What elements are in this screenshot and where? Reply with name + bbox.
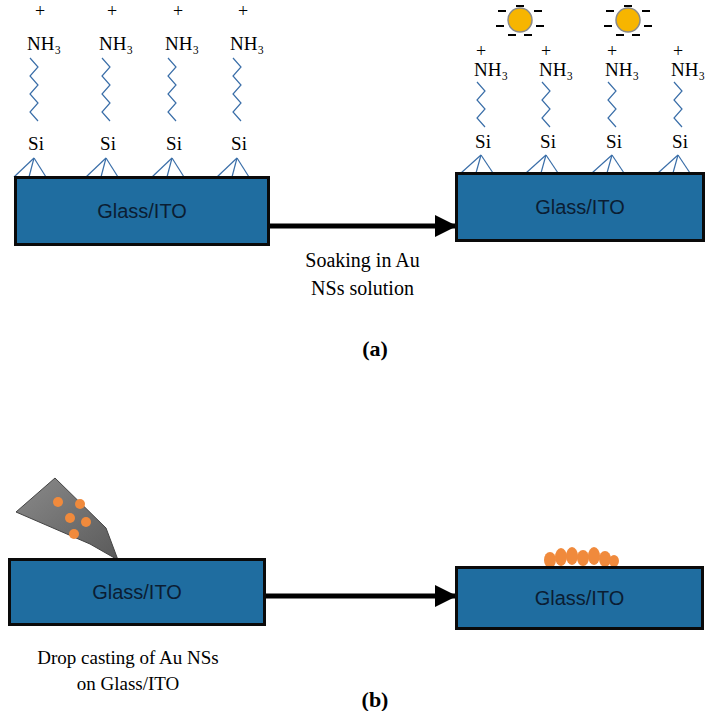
minus-sign	[604, 25, 612, 27]
minus-sign	[632, 34, 640, 36]
minus-sign	[644, 25, 652, 27]
ns-dot	[65, 513, 75, 523]
si-bond	[461, 155, 481, 173]
si-bond	[476, 155, 481, 173]
au-particle	[508, 8, 532, 32]
silicon-atom: Si	[28, 134, 44, 155]
silicon-atom: Si	[475, 132, 491, 153]
charge-sign: +	[238, 2, 248, 22]
si-bond	[541, 155, 546, 173]
amine-group: NH₃	[605, 60, 639, 81]
si-bond	[526, 155, 546, 173]
si-bond	[592, 155, 612, 173]
silicon-atom: Si	[231, 134, 247, 155]
si-bond	[172, 158, 184, 177]
ns-dot	[75, 499, 85, 509]
pipette	[16, 478, 118, 560]
si-bond	[607, 155, 612, 173]
charge-sign: +	[541, 42, 551, 62]
alkyl-chain	[542, 82, 550, 127]
minus-sign	[524, 34, 532, 36]
substrate-box: Glass/ITO	[455, 172, 705, 242]
silicon-atom: Si	[672, 132, 688, 153]
negative-charges	[496, 6, 652, 35]
substrate-label: Glass/ITO	[535, 587, 625, 610]
amine-group: NH₃	[539, 60, 573, 81]
minus-sign	[624, 5, 632, 7]
alkyl-chain	[477, 82, 485, 127]
amine-group: NH₃	[671, 60, 705, 81]
charge-sign: +	[476, 42, 486, 62]
silane-chains	[14, 58, 690, 177]
caption-note: Drop casting of Au NSs on Glass/ITO	[28, 645, 228, 696]
si-bond	[34, 158, 46, 177]
au-particle	[616, 8, 640, 32]
ns-dot	[69, 529, 79, 539]
si-bond	[546, 155, 558, 173]
si-bond	[481, 155, 493, 173]
si-bond	[678, 155, 690, 173]
si-bond	[237, 158, 249, 177]
amine-group: NH₃	[27, 34, 61, 55]
amine-group: NH₃	[99, 34, 133, 55]
substrate-label: Glass/ITO	[535, 196, 625, 219]
si-bond	[14, 158, 34, 177]
charge-sign: +	[107, 2, 117, 22]
si-bond	[101, 158, 106, 177]
minus-sign	[536, 25, 544, 27]
charge-sign: +	[173, 2, 183, 22]
minus-sign	[508, 34, 516, 36]
gold-nanoparticles	[508, 8, 640, 32]
si-bond	[29, 158, 34, 177]
si-bond	[86, 158, 106, 177]
substrate-box: Glass/ITO	[14, 176, 270, 246]
amine-group: NH₃	[474, 60, 508, 81]
alkyl-chain	[30, 58, 38, 121]
minus-sign	[516, 5, 524, 7]
minus-sign	[534, 10, 542, 12]
minus-sign	[498, 10, 506, 12]
substrate-label: Glass/ITO	[92, 581, 182, 604]
amine-group: NH₃	[230, 34, 264, 55]
deposited-nanostructures	[544, 547, 619, 568]
minus-sign	[496, 25, 504, 27]
si-bond	[232, 158, 237, 177]
minus-sign	[616, 34, 624, 36]
charge-sign: +	[35, 2, 45, 22]
charge-sign: +	[607, 42, 617, 62]
si-bond	[106, 158, 118, 177]
process-arrow	[266, 594, 455, 599]
minus-sign	[606, 10, 614, 12]
step-label: Soaking in Au NSs solution	[293, 246, 433, 302]
alkyl-chain	[608, 82, 616, 127]
silicon-atom: Si	[606, 132, 622, 153]
process-arrow	[270, 224, 455, 229]
ns-dot	[53, 497, 63, 507]
alkyl-chain	[168, 58, 176, 121]
minus-sign	[642, 10, 650, 12]
si-bond	[217, 158, 237, 177]
alkyl-chain	[233, 58, 241, 121]
silicon-atom: Si	[540, 132, 556, 153]
si-bond	[167, 158, 172, 177]
pipette-body	[16, 478, 118, 560]
panel-label: (a)	[362, 337, 388, 361]
si-bond	[152, 158, 172, 177]
alkyl-chain	[102, 58, 110, 121]
substrate-box: Glass/ITO	[455, 566, 704, 630]
amine-group: NH₃	[165, 34, 199, 55]
substrate-label: Glass/ITO	[97, 200, 187, 223]
panel-label: (b)	[362, 688, 389, 711]
si-bond	[612, 155, 624, 173]
ns-dot	[81, 517, 91, 527]
charge-sign: +	[673, 42, 683, 62]
alkyl-chain	[674, 82, 682, 127]
silicon-atom: Si	[166, 134, 182, 155]
silicon-atom: Si	[100, 134, 116, 155]
si-bond	[673, 155, 678, 173]
si-bond	[658, 155, 678, 173]
substrate-box: Glass/ITO	[8, 558, 266, 626]
